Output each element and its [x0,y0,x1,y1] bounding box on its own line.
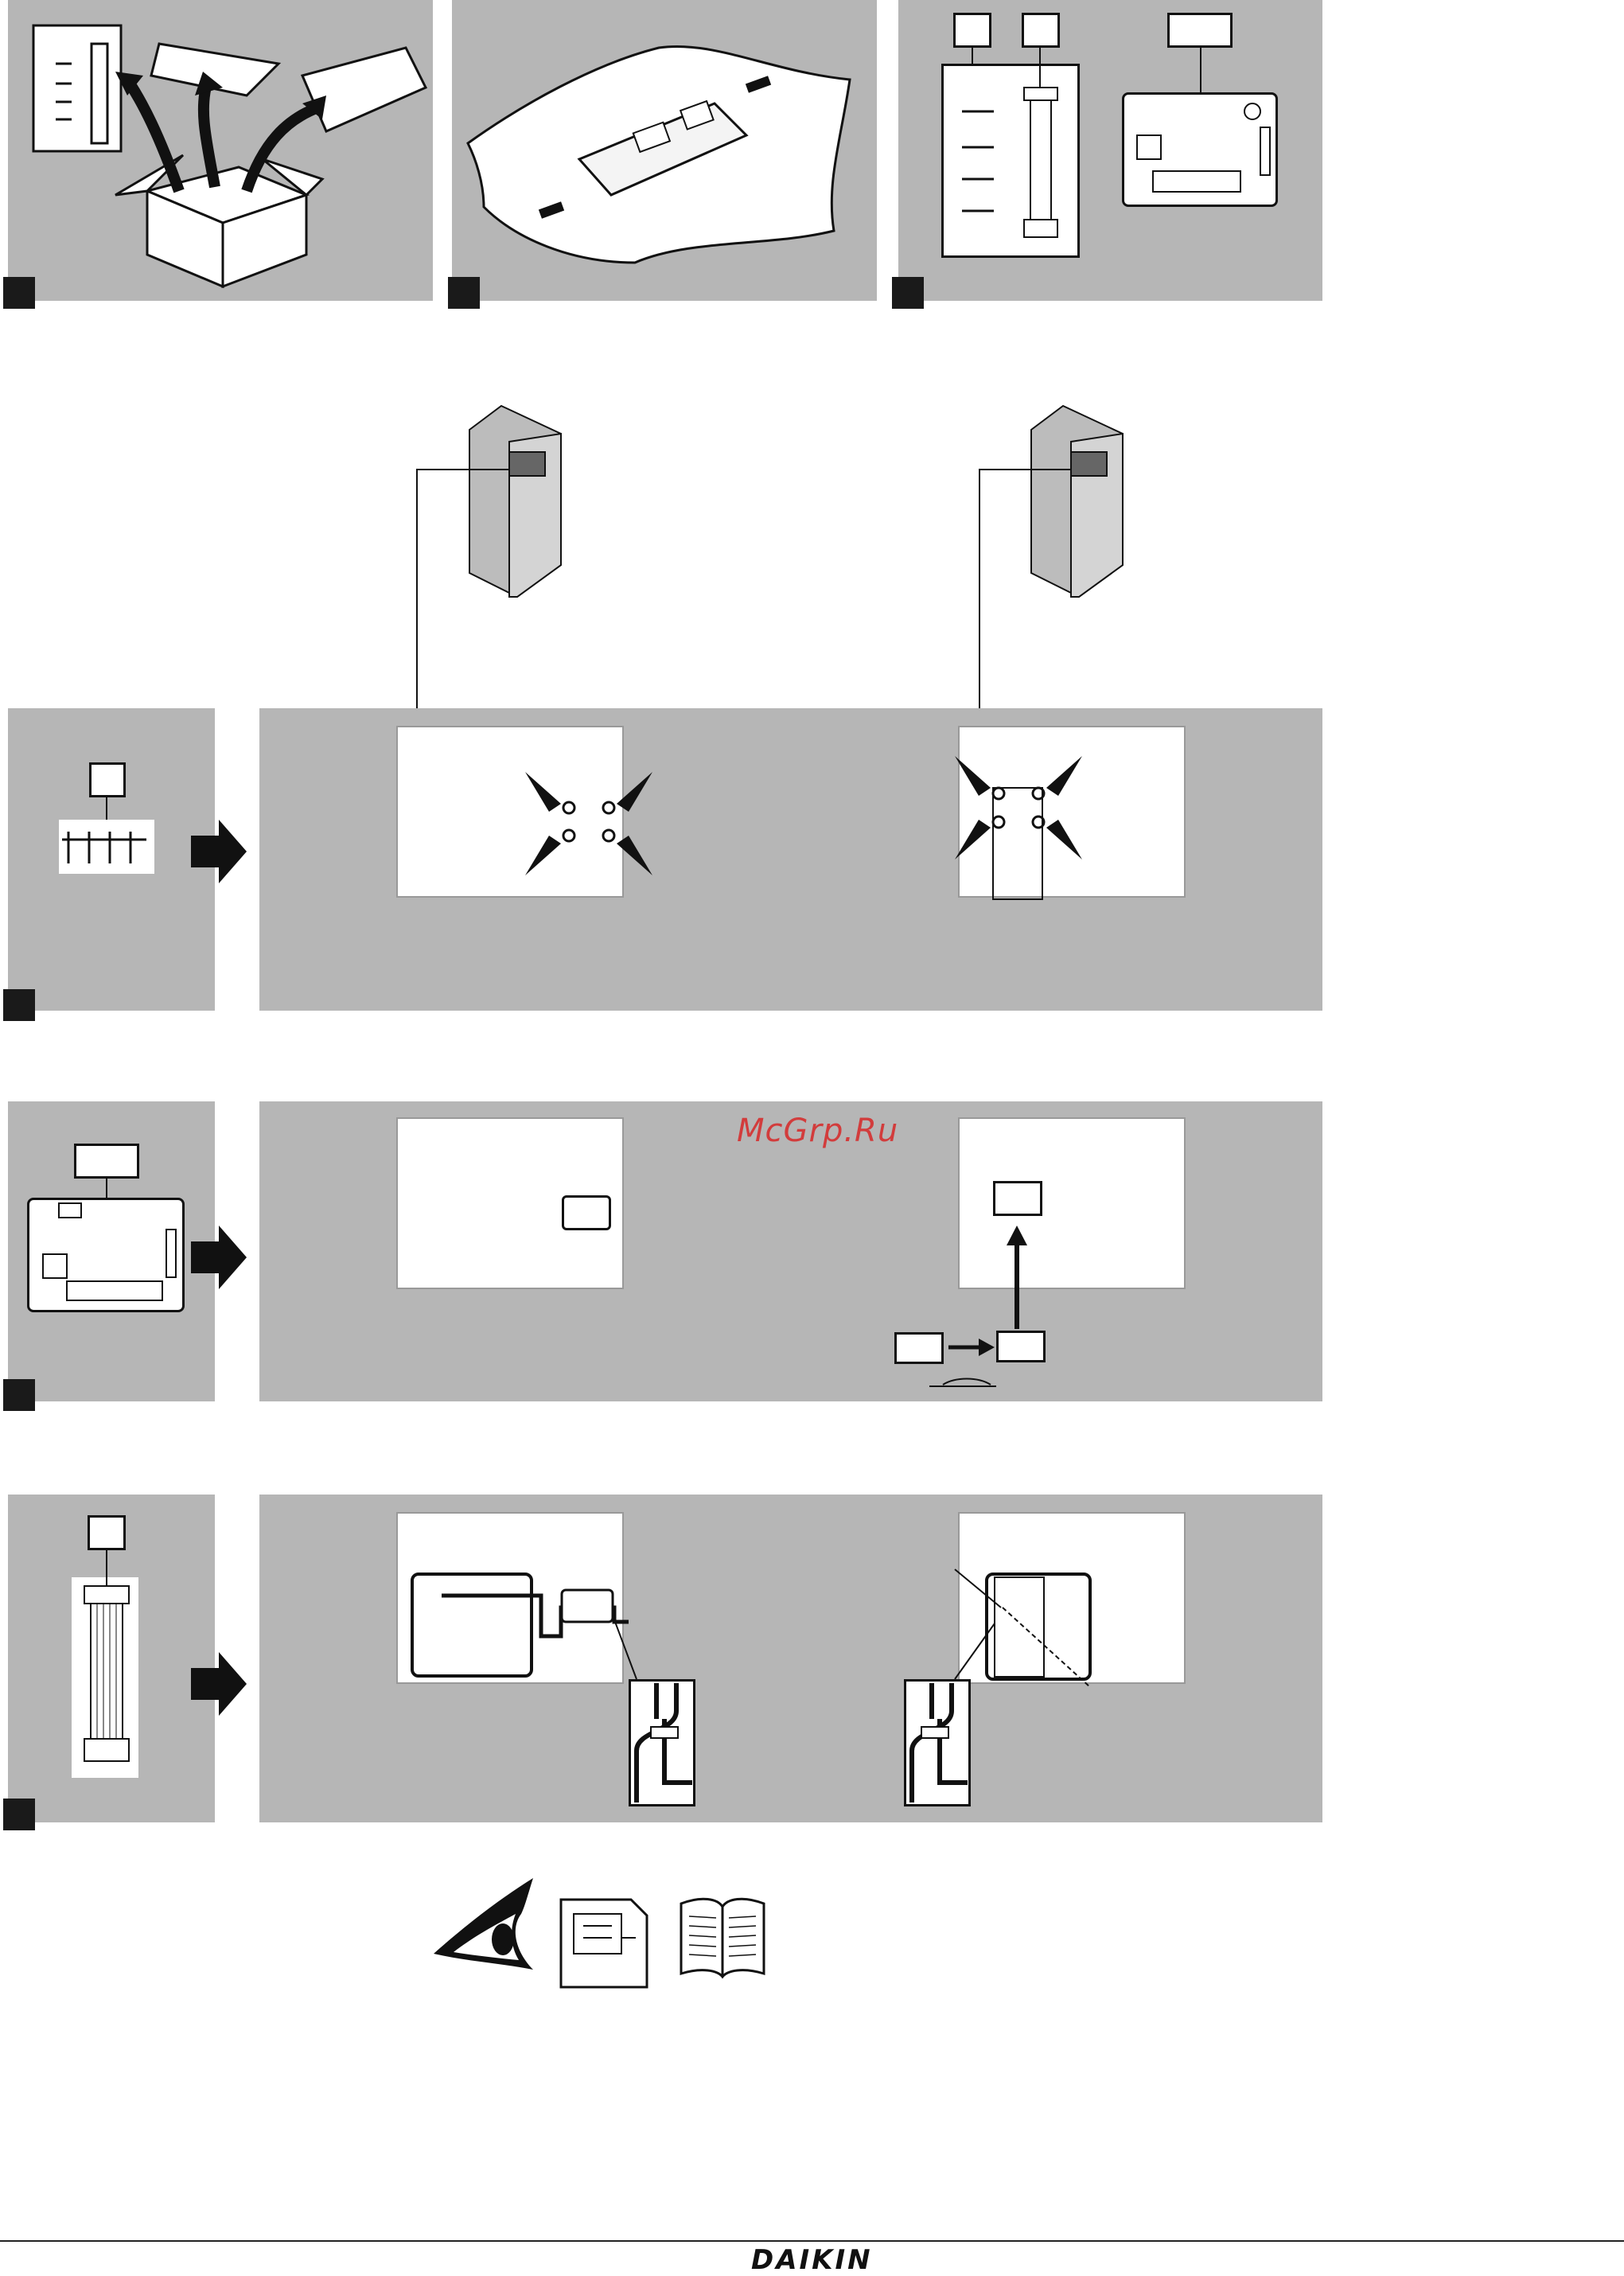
manual-book-icon [678,1894,767,1982]
brand-logo: DAIKIN [751,2244,873,2276]
footer-divider [0,2240,1624,2242]
wiring-diagram-icon [559,1898,648,1989]
eye-icon [430,1874,541,1974]
